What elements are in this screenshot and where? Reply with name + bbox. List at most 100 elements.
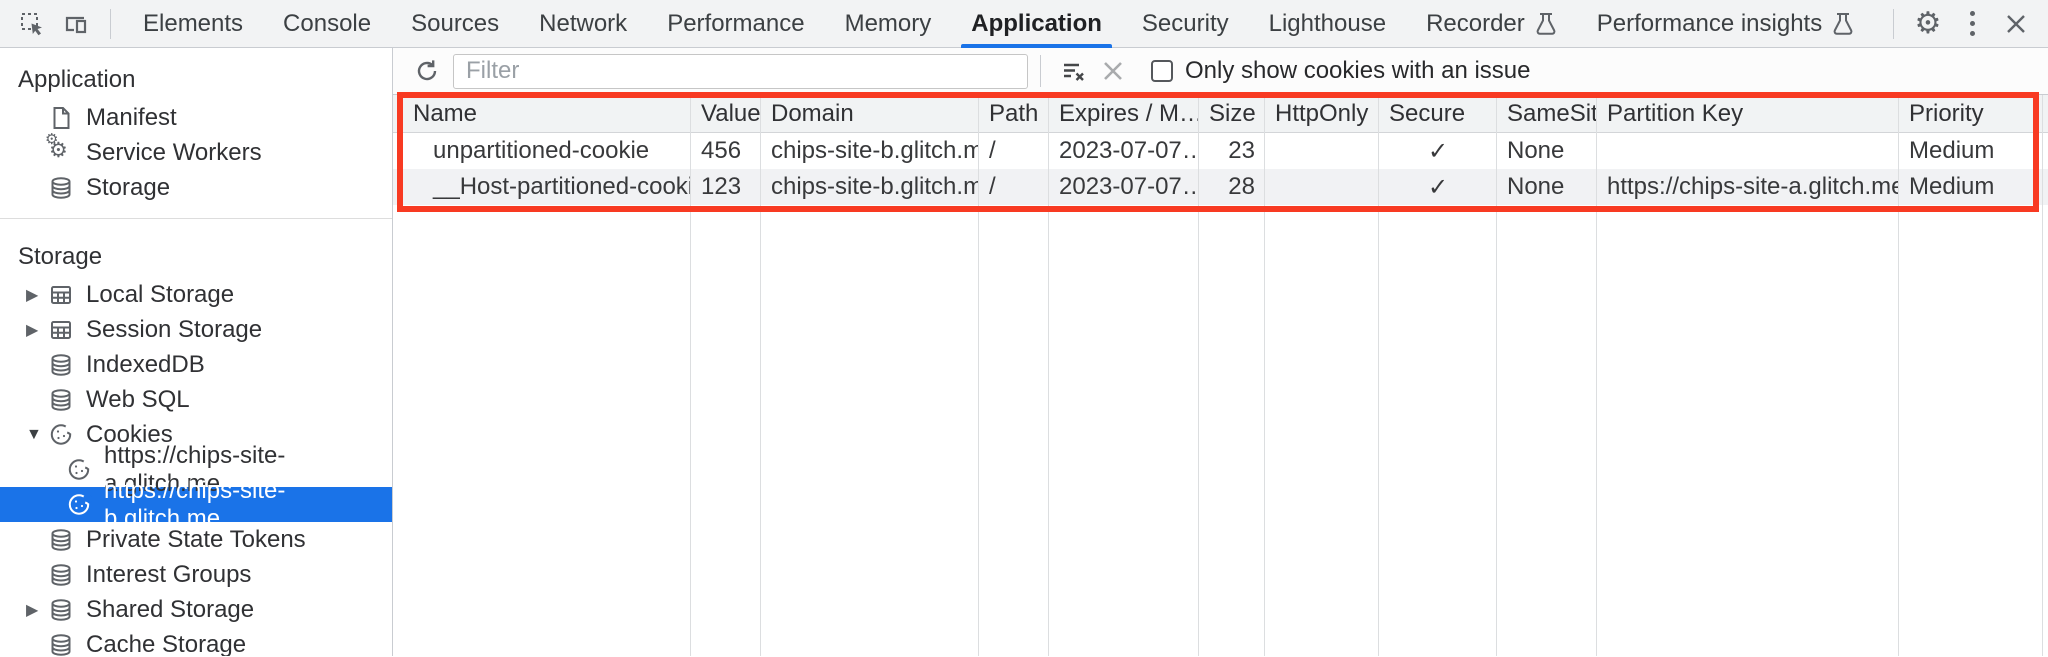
only-show-issue-checkbox[interactable] [1151, 60, 1173, 82]
cell-name: __Host-partitioned-cookie [433, 173, 691, 200]
column-header-domain[interactable]: Domain [771, 99, 854, 127]
cookies-data-grid: Name Value Domain Path Expires / M… Size… [393, 95, 2048, 656]
sidebar-section-application: Application [18, 66, 136, 93]
chevron-down-icon[interactable]: ▼ [26, 425, 42, 443]
gears-icon: ⚙︎⚙︎ [45, 130, 68, 162]
column-header-samesite[interactable]: SameSite [1507, 99, 1597, 127]
sidebar-item-private-state-tokens[interactable]: Private State Tokens [0, 522, 392, 557]
tab-lighthouse[interactable]: Lighthouse [1268, 9, 1387, 37]
cell-value: 456 [701, 137, 742, 164]
cell-path: / [989, 173, 996, 200]
cell-secure-checkmark: ✓ [1427, 173, 1449, 201]
cell-size: 28 [1228, 173, 1255, 200]
column-header-name[interactable]: Name [413, 99, 478, 127]
sidebar-item-service-workers[interactable]: ⚙︎⚙︎ Service Workers [45, 130, 262, 166]
sidebar-item-storage[interactable]: Storage [0, 170, 392, 205]
cell-priority: Medium [1909, 173, 1995, 200]
application-panel-sidebar: Application Manifest ⚙︎⚙︎ Service Worker… [0, 48, 393, 656]
sidebar-item-shared-storage[interactable]: ▶ Shared Storage [26, 595, 255, 623]
cookies-toolbar: Only show cookies with an issue [393, 48, 2048, 95]
inspect-element-icon[interactable] [10, 1, 54, 47]
devtools-tabbar: Elements Console Sources Network Perform… [0, 0, 2048, 48]
refresh-icon[interactable] [407, 51, 447, 91]
tab-memory[interactable]: Memory [844, 9, 932, 37]
database-icon [48, 597, 78, 623]
column-header-expires[interactable]: Expires / M… [1059, 99, 1199, 127]
tab-performance[interactable]: Performance [667, 9, 805, 37]
cell-path: / [989, 137, 996, 164]
cell-partition-key: https://chips-site-a.glitch.me [1607, 173, 1899, 200]
only-show-issue-label: Only show cookies with an issue [1185, 57, 1531, 84]
sidebar-item-cookie-origin-a[interactable]: https://chips-site-a.glitch.me [0, 442, 392, 497]
tab-application[interactable]: Application [951, 0, 1122, 48]
toolbar-separator [1893, 8, 1894, 39]
cookie-icon [66, 456, 96, 483]
chevron-right-icon[interactable]: ▶ [26, 321, 39, 339]
sidebar-item-session-storage[interactable]: ▶ Session Storage [26, 315, 263, 343]
database-icon [48, 387, 78, 413]
database-icon [48, 352, 78, 378]
sidebar-divider [0, 218, 392, 219]
tab-recorder[interactable]: Recorder [1406, 0, 1577, 48]
cell-domain: chips-site-b.glitch.me [771, 137, 979, 164]
column-header-priority[interactable]: Priority [1909, 99, 1984, 127]
toolbar-separator [110, 8, 111, 39]
document-icon [48, 105, 78, 131]
experiment-flask-icon [1535, 12, 1557, 36]
cookies-panel: Only show cookies with an issue Name Val… [393, 48, 2048, 656]
column-header-value[interactable]: Value [701, 99, 761, 127]
tab-security[interactable]: Security [1141, 9, 1229, 37]
column-header-partition-key[interactable]: Partition Key [1607, 99, 1744, 127]
sidebar-item-manifest[interactable]: Manifest [0, 100, 392, 135]
cell-domain: chips-site-b.glitch.me [771, 173, 979, 200]
experiment-flask-icon [1832, 12, 1854, 36]
settings-gear-icon[interactable]: ⚙︎ [1914, 6, 1942, 40]
database-icon [48, 562, 78, 588]
sidebar-item-cookie-origin-b-selected[interactable]: https://chips-site-b.glitch.me [0, 477, 392, 532]
toggle-device-toolbar-icon[interactable] [54, 1, 98, 47]
sidebar-item-cache-storage[interactable]: Cache Storage [0, 627, 392, 656]
cell-name: unpartitioned-cookie [433, 137, 650, 164]
chevron-right-icon[interactable]: ▶ [26, 601, 39, 619]
database-icon [48, 527, 78, 553]
delete-selected-icon[interactable] [1093, 51, 1133, 91]
close-devtools-icon[interactable] [1994, 1, 2038, 47]
cell-expires: 2023-07-07… [1059, 137, 1199, 164]
tabbar-right-controls: ⚙︎ [1881, 1, 2048, 47]
column-header-httponly[interactable]: HttpOnly [1275, 99, 1369, 127]
table-row[interactable]: __Host-partitioned-cookie 123 chips-site… [393, 169, 2048, 205]
sidebar-item-indexeddb[interactable]: IndexedDB [0, 347, 392, 382]
cell-samesite: None [1507, 137, 1565, 164]
cell-expires: 2023-07-07… [1059, 173, 1199, 200]
more-options-icon[interactable] [1950, 1, 1994, 47]
cookie-icon [66, 491, 96, 518]
sidebar-item-web-sql[interactable]: Web SQL [0, 382, 392, 417]
table-icon [48, 282, 78, 308]
tab-network[interactable]: Network [539, 9, 628, 37]
table-header-row: Name Value Domain Path Expires / M… Size… [393, 95, 2048, 133]
database-icon [48, 632, 78, 657]
filter-input[interactable] [453, 53, 1028, 89]
cookie-icon [48, 421, 78, 448]
tab-sources[interactable]: Sources [411, 9, 500, 37]
column-header-secure[interactable]: Secure [1389, 99, 1466, 127]
sidebar-item-local-storage[interactable]: ▶ Local Storage [26, 280, 235, 308]
database-icon [48, 175, 78, 201]
toolbar-separator [1040, 55, 1041, 87]
tab-elements[interactable]: Elements [143, 9, 244, 37]
column-header-size[interactable]: Size [1209, 99, 1256, 127]
tab-console[interactable]: Console [283, 9, 372, 37]
tab-performance-insights[interactable]: Performance insights [1577, 0, 1874, 48]
table-row[interactable]: unpartitioned-cookie 456 chips-site-b.gl… [393, 133, 2048, 169]
cell-secure-checkmark: ✓ [1427, 137, 1449, 165]
sidebar-item-cookies[interactable]: ▼ Cookies [26, 420, 173, 448]
clear-all-cookies-icon[interactable] [1053, 51, 1093, 91]
cell-priority: Medium [1909, 137, 1995, 164]
sidebar-section-storage: Storage [18, 243, 103, 270]
chevron-right-icon[interactable]: ▶ [26, 286, 39, 304]
column-header-path[interactable]: Path [989, 99, 1039, 127]
cell-size: 23 [1228, 137, 1255, 164]
sidebar-item-interest-groups[interactable]: Interest Groups [0, 557, 392, 592]
cell-samesite: None [1507, 173, 1565, 200]
